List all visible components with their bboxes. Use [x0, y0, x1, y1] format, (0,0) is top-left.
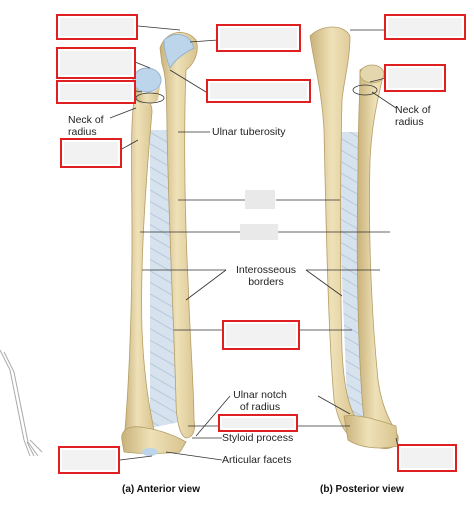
blank-label-box-5[interactable]	[206, 79, 311, 103]
blank-label-box-7[interactable]	[384, 14, 466, 40]
blank-label-box-8[interactable]	[384, 64, 446, 92]
label-ulnar-tuberosity: Ulnar tuberosity	[212, 126, 286, 138]
blank-label-box-2[interactable]	[56, 47, 136, 79]
blank-label-box-6[interactable]	[60, 138, 122, 168]
radius-anterior	[123, 98, 155, 449]
label-interosseous-borders: Interosseous borders	[235, 264, 297, 288]
label-neck-of-radius-left: Neck of radius	[68, 114, 104, 138]
radius-head-anterior	[132, 67, 162, 93]
blank-label-box-12[interactable]	[397, 444, 457, 472]
blank-label-box-10[interactable]	[218, 414, 298, 432]
arm-skeleton-sketch	[0, 349, 43, 457]
blank-label-gray-1[interactable]	[245, 190, 275, 209]
caption-anterior-view: (a) Anterior view	[122, 484, 200, 495]
leader-lines	[109, 25, 401, 461]
blank-label-box-1[interactable]	[56, 14, 138, 40]
blank-label-gray-2[interactable]	[240, 224, 278, 240]
blank-label-box-4[interactable]	[216, 24, 301, 52]
label-ulnar-notch: Ulnar notch of radius	[233, 389, 287, 413]
blank-label-box-11[interactable]	[58, 446, 120, 474]
label-styloid-process: Styloid process	[222, 432, 294, 444]
label-neck-of-radius-right: Neck of radius	[395, 104, 431, 128]
label-articular-facets: Articular facets	[222, 454, 292, 466]
ulna-posterior	[309, 26, 359, 437]
blank-label-box-3[interactable]	[56, 80, 136, 104]
blank-label-box-9[interactable]	[222, 320, 300, 350]
ulna-anterior	[159, 32, 198, 439]
radius-posterior	[356, 65, 399, 449]
caption-posterior-view: (b) Posterior view	[320, 484, 404, 495]
